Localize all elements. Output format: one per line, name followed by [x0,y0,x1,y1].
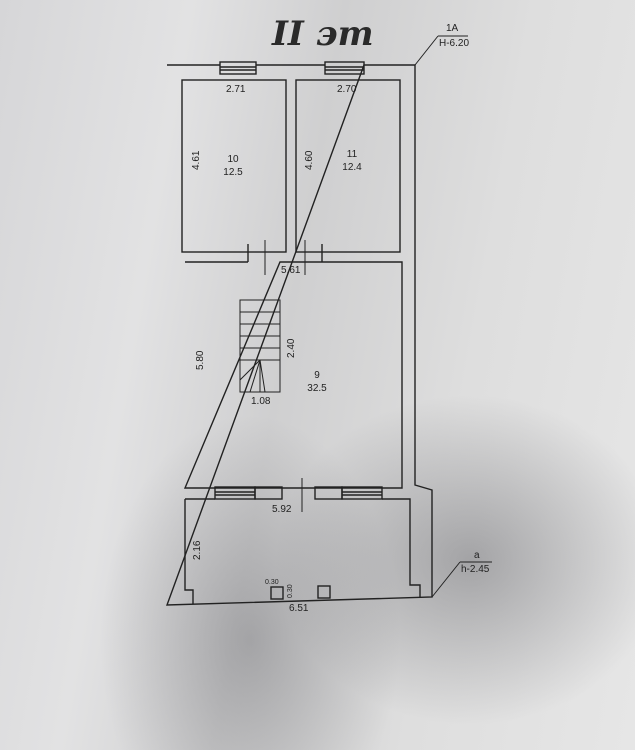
room-9-outline [183,261,403,489]
room-10-number: 10 [227,154,239,165]
room-11-area: 12.4 [342,162,362,173]
room-11-number: 11 [347,149,358,160]
floor-label: II эт [271,14,374,54]
terrace-width-top: 5.92 [272,504,292,515]
room-9-area: 32.5 [307,383,327,394]
terrace-outline [184,498,421,604]
staircase [239,299,281,393]
marker-bottom-height: h-2.45 [461,564,490,575]
window-lower-left [214,486,256,500]
room-11-width: 2.70 [337,84,357,95]
column-width: 0.30 [265,579,279,586]
room-9-length: 5.80 [195,350,206,370]
marker-top-id: 1A [446,23,459,34]
window-top-right [324,61,365,75]
column-height: 0.30 [287,584,294,598]
room-11-length: 4.60 [304,150,315,170]
room-10-outline [181,79,287,253]
column [317,585,331,599]
room-10-length: 4.61 [191,150,202,170]
room-9-number: 9 [314,370,320,381]
stairs-length: 2.40 [286,338,297,358]
marker-bottom-id: a [474,550,480,561]
terrace-depth: 2.16 [192,540,203,560]
room-10-width: 2.71 [226,84,246,95]
marker-top-height: H-6.20 [439,38,469,49]
room-10-area: 12.5 [223,167,243,178]
terrace-width-bottom: 6.51 [289,603,309,614]
column [270,586,284,600]
stairs-width: 1.08 [251,396,271,407]
window-top-left [219,61,257,75]
window-lower-right [341,486,383,500]
room-11-outline [295,79,401,253]
room-9-width: 5.61 [281,265,301,276]
outer-wall [165,64,433,606]
